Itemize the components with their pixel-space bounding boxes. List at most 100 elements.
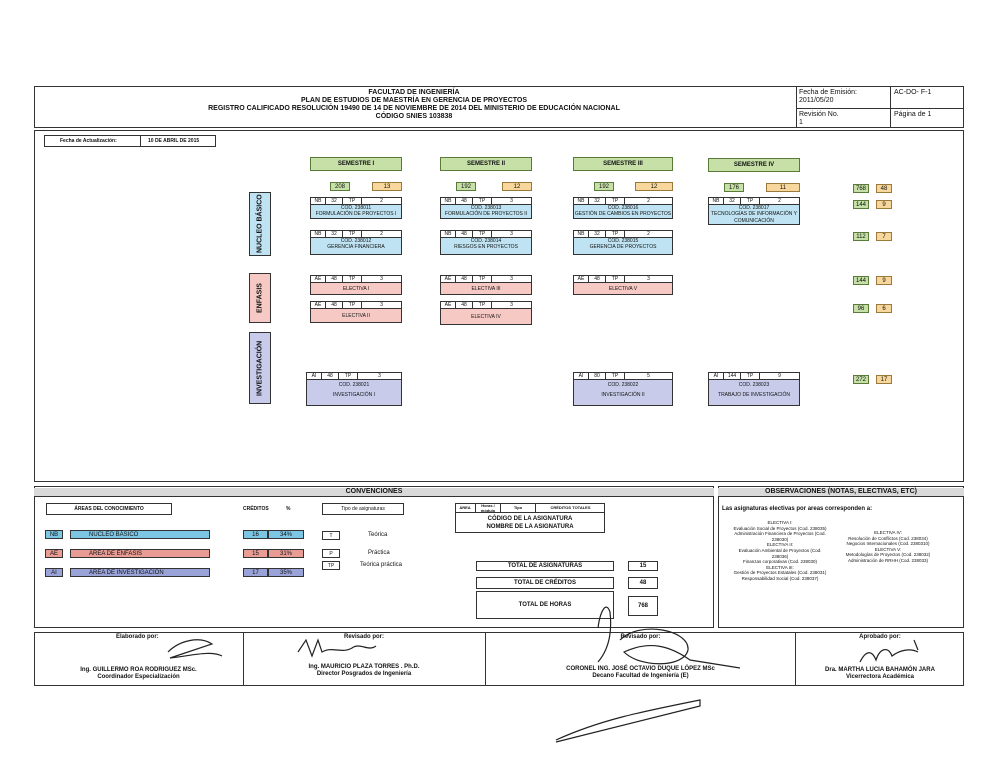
course-hours: 48: [456, 302, 473, 308]
header-divider-2: [890, 86, 891, 128]
course-name: RIESGOS EN PROYECTOS: [454, 244, 518, 250]
course-type: TP: [473, 231, 492, 237]
course-code: COD. 238012: [340, 238, 372, 244]
course-area: AE: [311, 302, 326, 308]
legend-nb-credits: 16: [243, 530, 268, 539]
course-area: NB: [709, 198, 724, 204]
course-area: NB: [574, 198, 589, 204]
header-plan: PLAN DE ESTUDIOS DE MAESTRÍA EN GERENCIA…: [300, 97, 528, 104]
observation-line: ELECTIVA V:: [874, 546, 902, 552]
course-name: INVESTIGACIÓN I: [333, 392, 375, 398]
course-credits: 3: [510, 276, 513, 282]
course-credits: 3: [380, 276, 383, 282]
semester-2-credits: 12: [502, 182, 532, 191]
semester-1-header: SEMESTRE I: [310, 157, 402, 171]
course-type: TP: [606, 373, 625, 379]
observation-line: Gestión de Proyectos Estatales (Cod. 238…: [733, 570, 827, 576]
course-credits: 3: [378, 373, 381, 379]
total-credits-label: TOTAL DE CRÉDITOS: [476, 577, 614, 589]
course-area: NB: [574, 231, 589, 237]
course-credits: 3: [380, 302, 383, 308]
observation-line: ELECTIVA III:: [766, 564, 794, 570]
observation-line: Metodologías de Proyectos (Cod. 238032): [845, 552, 931, 558]
legend-nb-percent: 34%: [268, 530, 304, 539]
observation-line: Evaluación Social de Proyectos (Cod. 238…: [733, 525, 827, 531]
course-credits: 2: [778, 198, 781, 204]
observations-title: OBSERVACIONES (NOTAS, ELECTIVAS, ETC): [718, 488, 964, 497]
type-p-code: P: [322, 549, 340, 558]
emission-label: Fecha de Emisión:: [799, 89, 857, 96]
semester-4-hours: 176: [724, 183, 744, 192]
course-name: GESTIÓN DE CAMBIOS EN PROYECTOS: [574, 211, 672, 217]
course-name: ELECTIVA V: [608, 286, 638, 292]
course-name: ELECTIVA I: [342, 286, 370, 292]
semester-1-credits: 13: [372, 182, 402, 191]
course-hours: 32: [326, 198, 343, 204]
course-hours: 48: [326, 302, 343, 308]
signature-2-name: Ing. MAURICIO PLAZA TORRES . Ph.D.: [308, 664, 420, 670]
type-t-name: Teórica: [368, 532, 388, 538]
observation-line: ELECTIVA I:: [767, 520, 793, 525]
course-hours: 48: [322, 373, 339, 379]
signature-3-name: CORONEL ING. JOSÉ OCTAVIO DUQUE LÓPEZ MS…: [566, 666, 715, 672]
course-code: COD. 238023: [738, 382, 770, 388]
signature-3-label: Revisado por:: [620, 634, 661, 640]
update-date-label: Fecha de Actualización:: [60, 138, 117, 144]
header-resolution: REGISTRO CALIFICADO RESOLUCIÓN 19490 DE …: [208, 105, 620, 112]
semester-3-credits: 12: [635, 182, 673, 191]
course-credits: 3: [510, 198, 513, 204]
signature-2-label: Revisado por:: [343, 634, 384, 640]
total-hours-value: 768: [628, 596, 658, 616]
course-credits: 9: [778, 373, 781, 379]
course-hours: 32: [724, 198, 741, 204]
course-credits: 5: [647, 373, 650, 379]
course-hours: 32: [326, 231, 343, 237]
row-3-total-credits: 9: [876, 276, 892, 285]
legend-ae-code: AE: [45, 549, 63, 558]
course-area: NB: [441, 198, 456, 204]
semester-3-header: SEMESTRE III: [573, 157, 673, 171]
observation-line: Responsabilidad Social (Cod. 238037): [741, 575, 819, 581]
course-type: TP: [343, 302, 362, 308]
total-credits-value: 48: [628, 577, 658, 589]
course-hours: 48: [456, 198, 473, 204]
update-date-box: [44, 135, 216, 147]
course-name: GERENCIA FINANCIERA: [327, 244, 385, 250]
course-area: AI: [709, 373, 724, 379]
course-hours: 48: [326, 276, 343, 282]
observations-intro: Las asignaturas electivas por areas corr…: [722, 506, 873, 512]
grand-total-hours: 768: [853, 184, 869, 193]
observation-line: Resolución de Conflictos (Cod. 238034): [848, 535, 928, 541]
type-p-name: Práctica: [368, 550, 390, 556]
semester-2-hours: 192: [456, 182, 476, 191]
legend-key-box: [455, 503, 605, 533]
signature-1-label: Elaborado por:: [116, 634, 159, 640]
course-area: NB: [441, 231, 456, 237]
course-name: GERENCIA DE PROYECTOS: [589, 244, 657, 250]
percent-header: %: [286, 506, 291, 512]
course-hours: 48: [456, 231, 473, 237]
course-code: COD. 238017: [738, 205, 770, 211]
signature-divider-2: [485, 632, 486, 686]
signature-4-name: Dra. MARTHA LUCIA BAHAMÓN JARA: [825, 667, 935, 673]
legend-key-credits: CRÉDITOS TOTALES: [550, 505, 591, 510]
credits-header: CRÉDITOS: [243, 506, 269, 512]
course-code: COD. 238022: [607, 382, 639, 388]
signature-panel: [34, 632, 964, 686]
signature-4-role: Vicerrectora Académica: [845, 674, 915, 680]
legend-ai-name: ÁREA DE INVESTIGACIÓN: [70, 568, 210, 577]
course-name: FORMULACIÓN DE PROYECTOS II: [444, 211, 528, 217]
emission-value: 2011/05/20: [799, 97, 834, 104]
course-credits: 2: [647, 198, 650, 204]
course-credits: 2: [380, 231, 383, 237]
signature-1-role: Coordinador Especialización: [97, 674, 180, 680]
course-code: COD. 238011: [340, 205, 372, 211]
legend-ai-credits: 17: [243, 568, 268, 577]
revision-label: Revisión No.: [799, 111, 839, 118]
legend-ae-credits: 15: [243, 549, 268, 558]
